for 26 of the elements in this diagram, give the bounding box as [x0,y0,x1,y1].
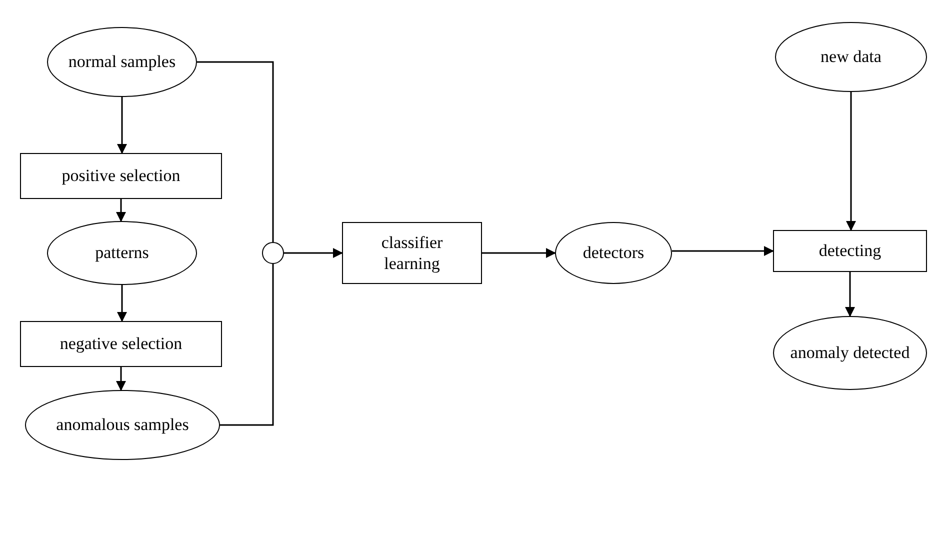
node-label: detectors [582,242,644,264]
node-label: anomaly detected [790,342,910,364]
process-box [342,222,482,284]
node-label: negative selection [60,333,182,355]
process-box [20,153,222,199]
node-label: patterns [95,242,149,264]
arrow [672,246,774,256]
process-box [773,230,927,272]
connector-line [220,264,274,426]
node-label: anomalous samples [56,414,189,436]
arrow [116,367,126,391]
node-label: normal samples [68,51,176,73]
arrow [117,97,127,154]
arrow [284,248,343,258]
junction-circle [262,242,284,264]
node-label: detecting [818,240,882,262]
node-label: classifier learning [380,232,444,274]
arrow [846,92,856,231]
node-label: positive selection [62,165,180,187]
connector-line [197,61,274,242]
arrow [482,248,556,258]
arrow [116,199,126,222]
arrow [117,285,127,322]
arrow [845,272,855,317]
process-box [20,321,222,367]
node-label: new data [820,46,882,68]
